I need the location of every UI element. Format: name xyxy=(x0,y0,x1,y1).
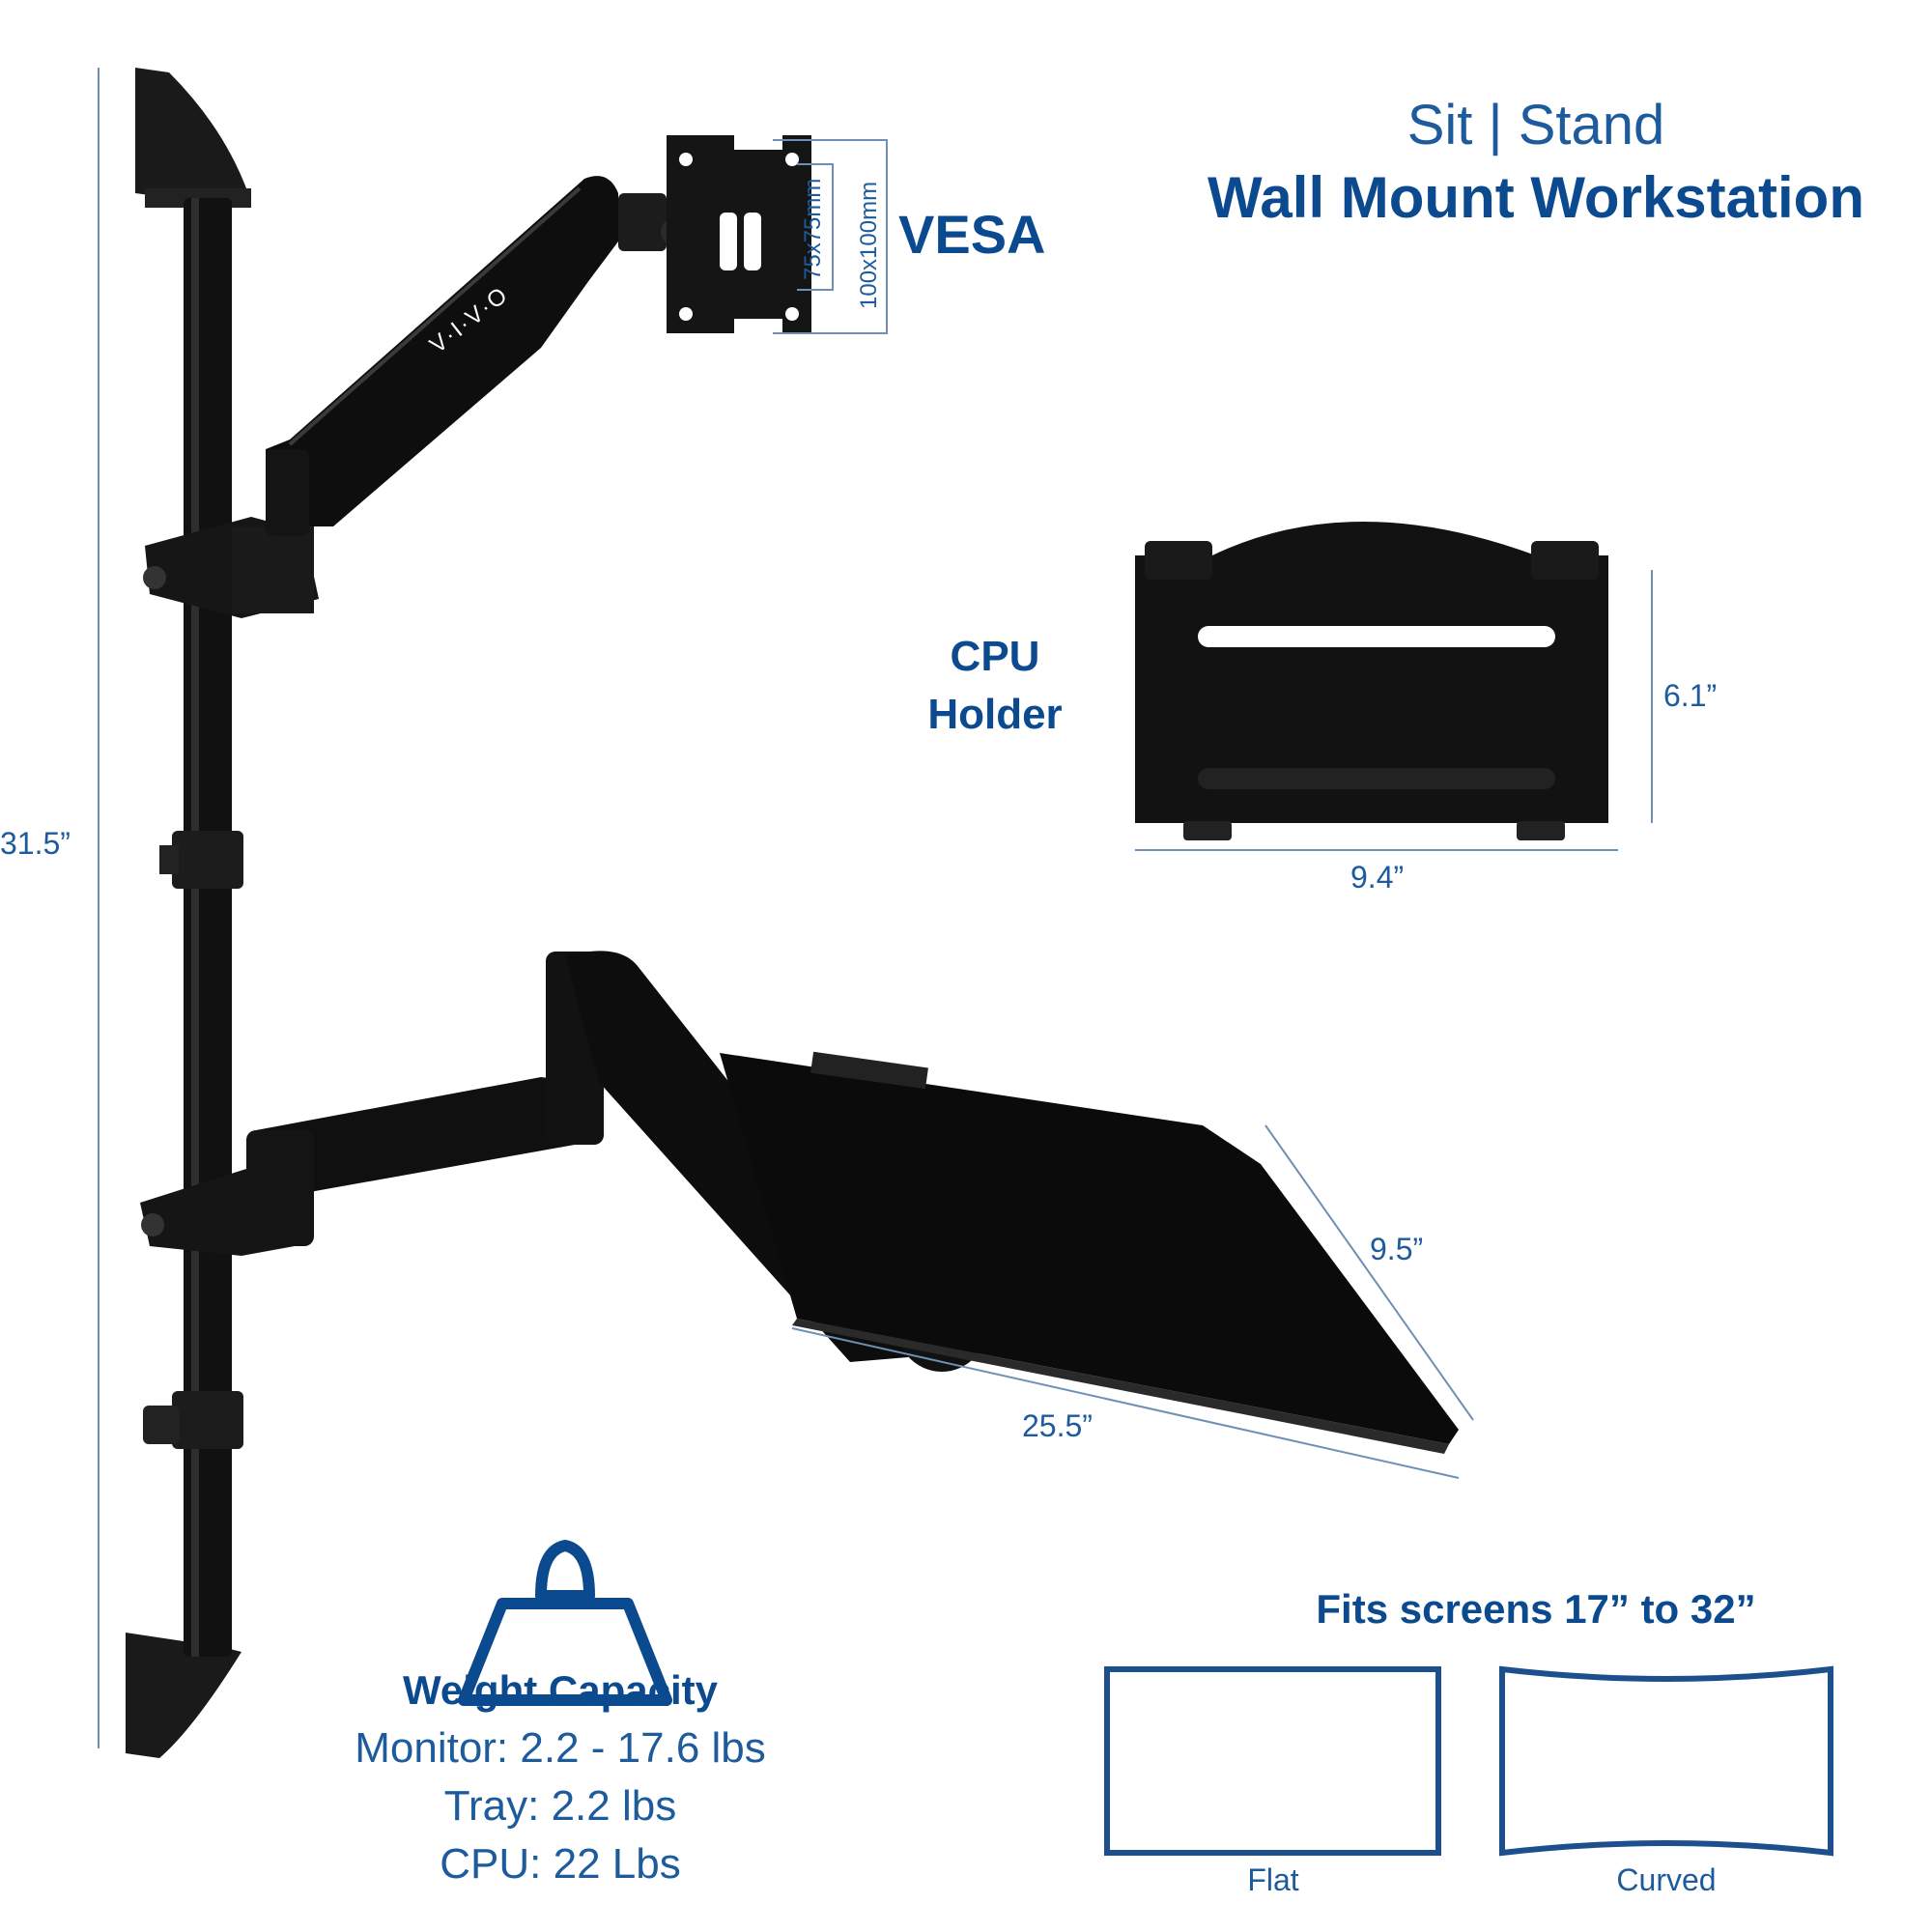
vesa-label: VESA xyxy=(898,204,1046,265)
page-title: Wall Mount Workstation xyxy=(1208,165,1864,230)
bottom-wall-bracket xyxy=(126,1633,242,1758)
cpu-width-label: 9.4” xyxy=(1350,860,1405,895)
curved-screen-icon xyxy=(1499,1665,1833,1857)
vesa-100-label: 100x100mm xyxy=(856,181,882,309)
cpu-holder-label-line2: Holder xyxy=(927,691,1063,738)
tray-width-dimension-line xyxy=(791,1327,1460,1479)
monitor-gas-spring-arm xyxy=(266,176,618,526)
vesa-75-label: 75x75mm xyxy=(800,178,826,280)
flat-screen-icon xyxy=(1104,1666,1441,1856)
tray-width-label: 25.5” xyxy=(1022,1408,1093,1443)
screens-title: Fits screens 17” to 32” xyxy=(1316,1586,1756,1632)
cpu-holder-label-line1: CPU xyxy=(950,633,1040,680)
pole-collar-top xyxy=(172,831,243,889)
top-wall-bracket xyxy=(135,68,246,208)
keyboard-lower-arm xyxy=(256,1077,599,1193)
vesa-plate xyxy=(667,135,811,333)
vesa-100-dimension-line xyxy=(773,139,888,334)
vesa-75-dimension-line xyxy=(797,163,834,291)
cpu-holder-label: CPU Holder xyxy=(918,628,1072,744)
weight-capacity-tray: Tray: 2.2 lbs xyxy=(443,1782,677,1830)
cpu-holder xyxy=(1135,522,1608,823)
weight-icon xyxy=(458,1540,672,1706)
keyboard-tray xyxy=(720,1053,1459,1444)
tray-depth-label: 9.5” xyxy=(1370,1232,1424,1266)
cpu-height-label: 6.1” xyxy=(1663,678,1718,713)
header-line1: Sit | Stand xyxy=(1406,94,1665,156)
pole-height-label: 31.5” xyxy=(0,826,71,861)
weight-capacity-block: Weight Capacity Monitor: 2.2 - 17.6 lbs … xyxy=(319,1662,802,1893)
pole-collar-lower xyxy=(172,1391,243,1449)
weight-capacity-title: Weight Capacity xyxy=(403,1667,718,1713)
flat-screen-label: Flat xyxy=(1247,1862,1299,1897)
weight-capacity-cpu: CPU: 22 Lbs xyxy=(440,1840,681,1888)
tray-depth-dimension-line xyxy=(1264,1124,1474,1421)
weight-capacity-monitor: Monitor: 2.2 - 17.6 lbs xyxy=(355,1724,766,1772)
curved-screen-label: Curved xyxy=(1616,1862,1717,1897)
